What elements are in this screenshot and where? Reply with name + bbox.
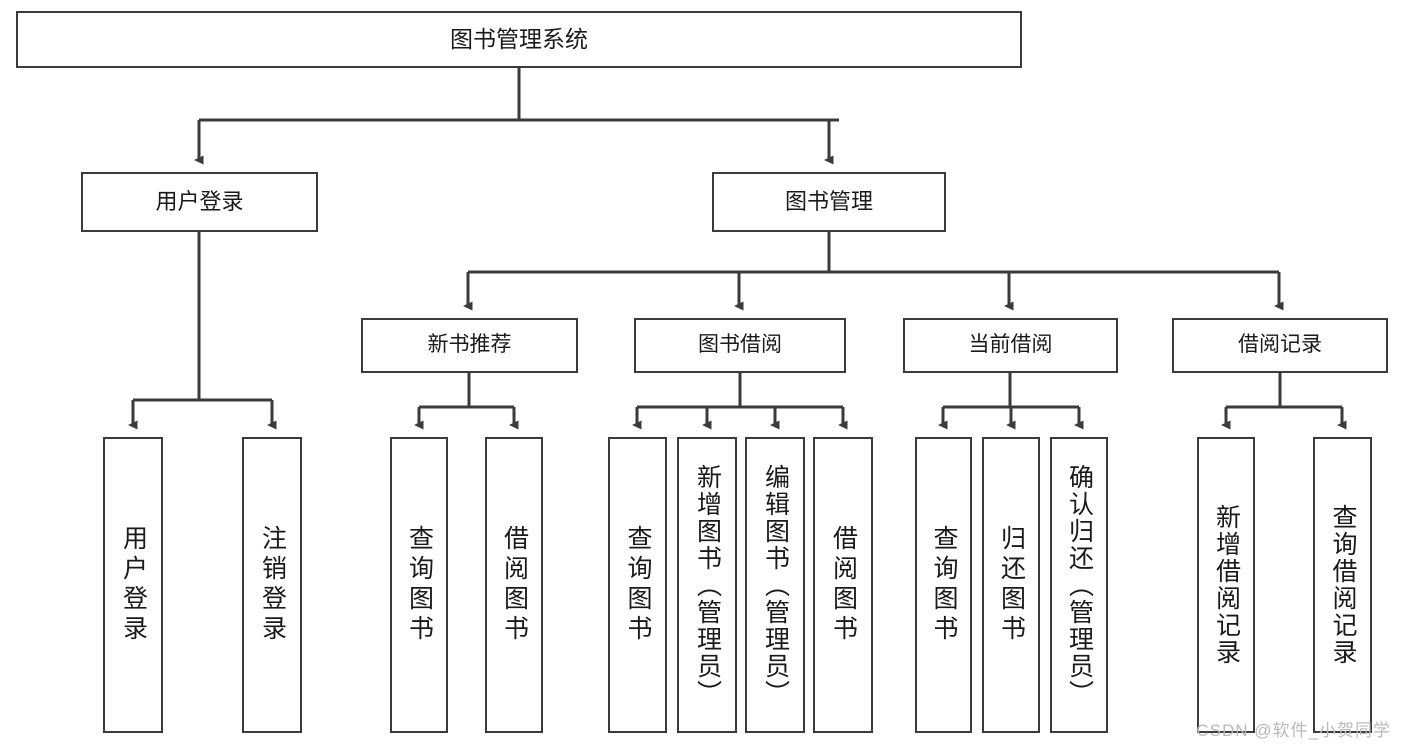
watermark: CSDN @软件_小贺同学 bbox=[1196, 721, 1391, 740]
node-root-system[interactable]: 图书管理系统 bbox=[16, 11, 1022, 68]
node-label: 查询图书 bbox=[930, 525, 958, 645]
leaf-query-book-borrow[interactable]: 查询图书 bbox=[608, 437, 667, 733]
node-label: 确认归还（管理员） bbox=[1065, 463, 1094, 707]
node-new-book-recommend[interactable]: 新书推荐 bbox=[361, 318, 578, 373]
node-label: 用户登录 bbox=[119, 525, 148, 645]
node-label: 归还图书 bbox=[997, 525, 1026, 645]
leaf-borrow-book-newbook[interactable]: 借阅图书 bbox=[485, 437, 543, 733]
node-label: 新增图书（管理员） bbox=[693, 463, 722, 707]
leaf-add-book-admin[interactable]: 新增图书（管理员） bbox=[677, 437, 737, 733]
node-label: 图书管理 bbox=[784, 189, 873, 215]
node-label: 借阅记录 bbox=[1238, 333, 1322, 357]
leaf-add-borrow-record[interactable]: 新增借阅记录 bbox=[1197, 437, 1255, 733]
node-label: 借阅图书 bbox=[829, 525, 858, 645]
node-label: 查询借阅记录 bbox=[1329, 504, 1357, 666]
node-current-borrow[interactable]: 当前借阅 bbox=[903, 318, 1118, 373]
leaf-user-login[interactable]: 用户登录 bbox=[103, 437, 163, 733]
node-label: 查询图书 bbox=[405, 525, 434, 645]
node-label: 当前借阅 bbox=[968, 333, 1053, 357]
node-label: 查询图书 bbox=[624, 525, 652, 645]
node-label: 用户登录 bbox=[155, 189, 244, 215]
node-label: 新增借阅记录 bbox=[1212, 504, 1241, 666]
leaf-user-logout[interactable]: 注销登录 bbox=[242, 437, 302, 733]
leaf-confirm-return-admin[interactable]: 确认归还（管理员） bbox=[1050, 437, 1108, 733]
node-label: 编辑图书（管理员） bbox=[761, 463, 790, 707]
node-label: 图书借阅 bbox=[698, 333, 782, 357]
leaf-return-book[interactable]: 归还图书 bbox=[982, 437, 1040, 733]
node-book-management[interactable]: 图书管理 bbox=[712, 172, 946, 232]
leaf-query-borrow-record[interactable]: 查询借阅记录 bbox=[1313, 437, 1372, 733]
node-borrow-record[interactable]: 借阅记录 bbox=[1172, 318, 1388, 373]
node-label: 注销登录 bbox=[258, 525, 287, 645]
node-label: 新书推荐 bbox=[427, 333, 512, 357]
leaf-edit-book-admin[interactable]: 编辑图书（管理员） bbox=[745, 437, 805, 733]
node-label: 图书管理系统 bbox=[450, 25, 588, 52]
node-book-borrow[interactable]: 图书借阅 bbox=[634, 318, 846, 373]
node-user-login[interactable]: 用户登录 bbox=[81, 172, 318, 232]
node-label: 借阅图书 bbox=[500, 525, 529, 645]
leaf-borrow-book[interactable]: 借阅图书 bbox=[813, 437, 873, 733]
leaf-query-book-current[interactable]: 查询图书 bbox=[915, 437, 972, 733]
leaf-query-book-newbook[interactable]: 查询图书 bbox=[390, 437, 448, 733]
